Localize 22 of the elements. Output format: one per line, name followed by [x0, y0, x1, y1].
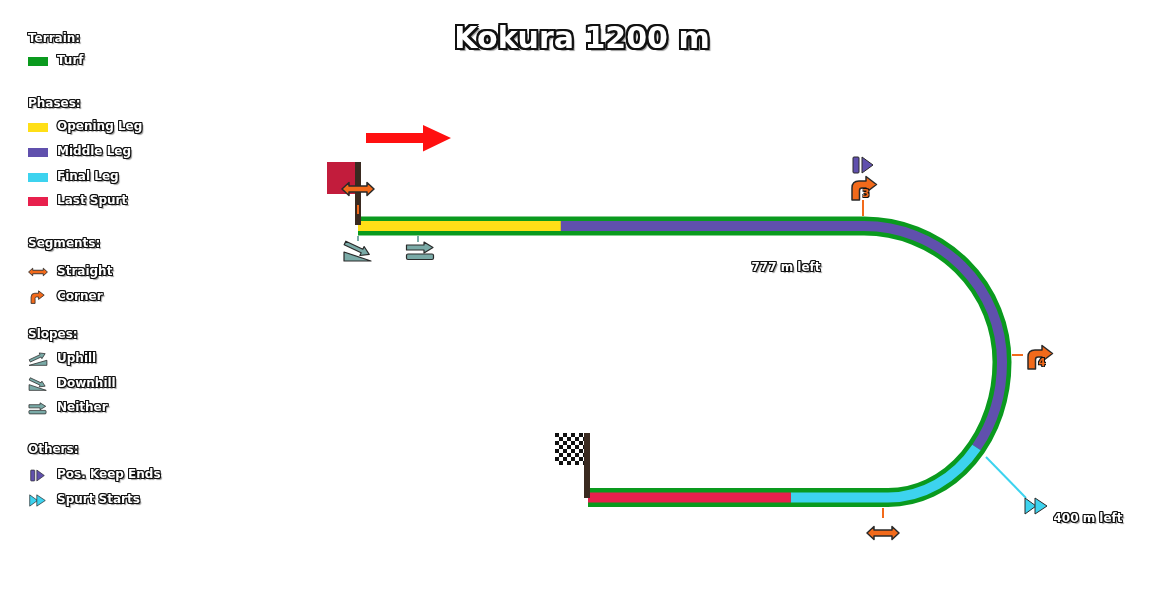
legend-heading: Phases:: [28, 97, 81, 111]
distance-label: 400 m left: [1053, 512, 1123, 526]
legend-label: Straight: [57, 265, 113, 279]
corner-number: 4: [1038, 357, 1046, 369]
distance-label: 777 m left: [751, 261, 821, 275]
legend-label: Last Spurt: [57, 194, 128, 208]
legend-label: Uphill: [57, 352, 97, 366]
legend-heading: Slopes:: [28, 328, 78, 342]
legend-heading: Terrain:: [28, 32, 81, 46]
legend-label: Corner: [57, 290, 103, 304]
corner-number: 3: [862, 188, 870, 200]
title: Kokura 1200 m: [454, 21, 710, 56]
legend-label: Downhill: [57, 377, 116, 391]
legend-label: Spurt Starts: [57, 493, 140, 507]
legend-label: Neither: [57, 401, 108, 415]
legend-label: Middle Leg: [57, 145, 132, 159]
legend-heading: Others:: [28, 443, 79, 457]
legend-label: Pos. Keep Ends: [57, 468, 161, 482]
legend-label: Turf: [57, 54, 84, 68]
legend-label: Final Leg: [57, 170, 119, 184]
legend-heading: Segments:: [28, 237, 101, 251]
legend-label: Opening Leg: [57, 120, 143, 134]
